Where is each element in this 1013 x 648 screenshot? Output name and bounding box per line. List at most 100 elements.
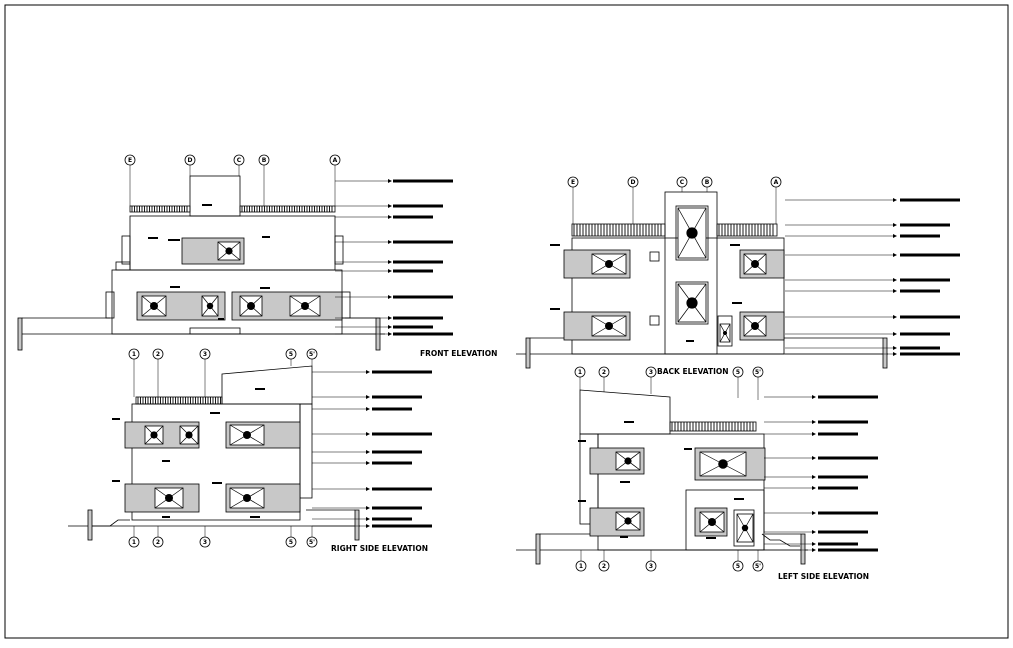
- level-arrow: [812, 420, 816, 424]
- level-bar: [393, 269, 433, 273]
- back-railing-left: [571, 223, 666, 237]
- window-light-dot: [708, 518, 716, 526]
- level-arrow: [812, 542, 816, 546]
- level-bar: [900, 198, 960, 202]
- level-bar: [900, 278, 950, 282]
- level-bar: [900, 289, 940, 293]
- grid-bubble: [128, 536, 140, 548]
- left-stair-block: [685, 489, 765, 551]
- grid-label: 3: [203, 351, 207, 358]
- back-stair-tower: [664, 191, 718, 355]
- level-arrow: [893, 346, 897, 350]
- window-light-dot: [624, 517, 632, 525]
- label-mark: [212, 482, 222, 484]
- level-bar: [818, 456, 878, 460]
- level-arrow: [812, 395, 816, 399]
- level-bar: [818, 486, 858, 490]
- label-mark: [170, 286, 180, 288]
- front-stair-tower: [189, 175, 241, 217]
- window-light-dot: [185, 431, 193, 439]
- level-arrow: [893, 198, 897, 202]
- level-arrow: [812, 486, 816, 490]
- left-elevation-title: LEFT SIDE ELEVATION: [778, 572, 869, 581]
- window-light-dot: [206, 302, 214, 310]
- level-arrow: [366, 432, 370, 436]
- front-railing-right: [239, 205, 336, 213]
- grid-label: 3: [649, 369, 653, 376]
- level-bar: [818, 395, 878, 399]
- grid-label: 2: [156, 351, 160, 358]
- sheet-border: [4, 4, 1009, 639]
- grid-bubble: [752, 560, 764, 572]
- level-arrow: [388, 269, 392, 273]
- left-door: [733, 509, 755, 547]
- grid-label: 5': [755, 369, 761, 376]
- level-arrow: [893, 234, 897, 238]
- window-light-dot: [718, 459, 728, 469]
- grid-label: C: [237, 157, 242, 164]
- right-elevation-title: RIGHT SIDE ELEVATION: [331, 544, 428, 553]
- back-ground-post-left: [525, 337, 531, 369]
- label-mark: [218, 318, 224, 320]
- window-light-dot: [150, 431, 158, 439]
- right-side-elevation: [68, 365, 360, 541]
- level-bar: [393, 215, 433, 219]
- level-bar: [372, 487, 432, 491]
- window-light-dot: [247, 302, 255, 310]
- grid-bubble: [701, 176, 713, 188]
- grid-label: 5': [309, 539, 315, 546]
- grid-bubble: [627, 176, 639, 188]
- label-mark: [620, 536, 628, 538]
- level-bar: [818, 475, 868, 479]
- grid-bubbles-right-top: 1 2 3 5 5': [128, 348, 318, 360]
- level-bar: [900, 332, 950, 336]
- level-arrow: [366, 370, 370, 374]
- level-arrow: [366, 517, 370, 521]
- label-mark: [686, 340, 694, 342]
- left-side-wall: [579, 433, 599, 525]
- level-arrow: [893, 289, 897, 293]
- grid-label: 5: [289, 351, 293, 358]
- level-arrow: [893, 352, 897, 356]
- level-arrow: [893, 223, 897, 227]
- label-mark: [162, 460, 170, 462]
- level-bar: [818, 548, 878, 552]
- level-bar: [818, 511, 878, 515]
- front-balcony-right: [334, 235, 344, 265]
- level-bar: [372, 450, 422, 454]
- grid-label: D: [631, 179, 636, 186]
- grid-bubble: [152, 348, 164, 360]
- front-elevation-title: FRONT ELEVATION: [420, 349, 497, 358]
- right-ground-post-left: [87, 509, 93, 541]
- right-side-wall: [299, 403, 313, 499]
- level-bar: [372, 395, 422, 399]
- label-mark: [550, 308, 560, 310]
- level-bar: [393, 240, 453, 244]
- level-bar: [900, 315, 960, 319]
- level-bar: [818, 530, 868, 534]
- grid-bubble: [645, 366, 657, 378]
- window-light-dot: [243, 494, 251, 502]
- level-bar: [818, 432, 858, 436]
- label-mark: [620, 481, 630, 483]
- grid-bubbles-back-top: E D C B A: [567, 176, 782, 188]
- level-arrow: [893, 315, 897, 319]
- level-bar: [393, 295, 453, 299]
- right-ground-post-right: [354, 509, 360, 541]
- grid-label: 2: [602, 369, 606, 376]
- window-light-dot: [686, 227, 698, 239]
- level-arrow: [366, 450, 370, 454]
- grid-bubble: [645, 560, 657, 572]
- grid-bubble: [285, 536, 297, 548]
- label-mark: [684, 448, 692, 450]
- window-light-dot: [751, 322, 759, 330]
- label-mark: [732, 302, 742, 304]
- grid-bubble: [676, 176, 688, 188]
- label-mark: [112, 480, 120, 482]
- level-arrow: [812, 432, 816, 436]
- grid-bubble: [152, 536, 164, 548]
- level-bar: [900, 223, 950, 227]
- level-bar: [900, 346, 940, 350]
- back-elevation-title: BACK ELEVATION: [657, 367, 729, 376]
- back-vent-lower: [649, 315, 660, 326]
